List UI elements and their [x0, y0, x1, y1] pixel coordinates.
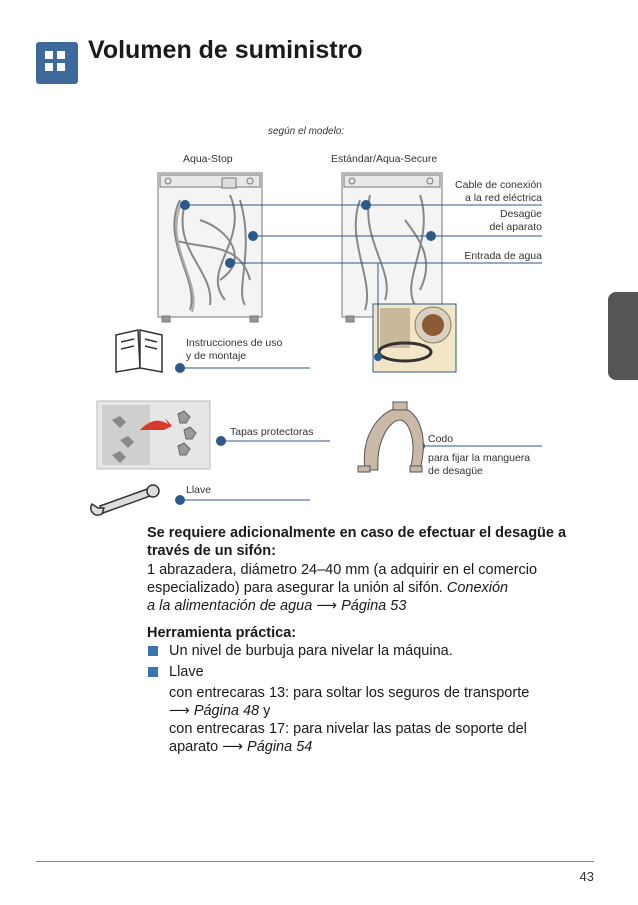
wrench-details: con entrecaras 13: para soltar los segur… — [169, 684, 599, 756]
washing-machine-standard — [341, 172, 443, 323]
label-drain-line1: Desagüe — [499, 208, 542, 220]
page-title: Volumen de suministro — [88, 36, 363, 64]
label-elbow-desc-line2: de desagüe — [428, 465, 483, 477]
section1-line2-text: especializado) para asegurar la unión al… — [147, 580, 447, 596]
bullet-marker — [148, 667, 158, 677]
section1-body: 1 abrazadera, diámetro 24–40 mm (a adqui… — [147, 561, 597, 615]
link-page48[interactable]: ⟶ Página 48 — [169, 703, 260, 719]
label-drain-line2: del aparato — [489, 221, 542, 233]
wrench-detail-13-ref: ⟶ Página 48 y — [169, 702, 599, 720]
footer-divider — [36, 861, 594, 862]
label-elbow-desc: para fijar la manguera de desagüe — [428, 452, 530, 478]
label-elbow: Codo — [428, 433, 454, 445]
label-power-cable-line1: Cable de conexión — [455, 179, 542, 191]
elbow-bracket-icon — [357, 401, 424, 473]
drain-inset — [372, 303, 457, 373]
bullet-marker — [148, 646, 158, 656]
page-number: 43 — [579, 869, 594, 884]
section-icon — [36, 42, 78, 84]
label-manual-line1: Instrucciones de uso — [186, 337, 283, 349]
wrench-detail-17-ref: aparato ⟶ Página 54 — [169, 738, 599, 756]
label-manual: Instrucciones de uso y de montaje — [186, 337, 282, 363]
wrench-detail-17-text: aparato — [169, 739, 223, 755]
section1-link-page53[interactable]: a la alimentación de agua ⟶ Página 53 — [147, 598, 407, 614]
model-note: según el modelo: — [268, 126, 345, 137]
section1-heading: Se requiere adicionalmente en caso de ef… — [147, 524, 597, 560]
label-manual-line2: y de montaje — [186, 350, 247, 362]
wrench-icon — [90, 484, 160, 516]
label-water-inlet: Entrada de agua — [464, 250, 542, 262]
side-tab — [608, 292, 638, 380]
label-power-cable: Cable de conexión a la red eléctrica — [400, 179, 542, 205]
link-page54[interactable]: ⟶ Página 54 — [222, 739, 313, 755]
label-wrench: Llave — [186, 484, 212, 496]
manual-book-icon — [115, 329, 163, 373]
bullet-level: Un nivel de burbuja para nivelar la máqu… — [169, 643, 453, 659]
bullet-wrench: Llave — [169, 664, 204, 680]
wrench-detail-13: con entrecaras 13: para soltar los segur… — [169, 685, 530, 701]
label-standard: Estándar/Aqua-Secure — [331, 153, 438, 165]
label-aquastop: Aqua-Stop — [183, 153, 233, 165]
washing-machine-aquastop — [157, 172, 263, 323]
section2-heading: Herramienta práctica: — [147, 625, 297, 641]
section1-link-start[interactable]: Conexión — [446, 580, 509, 596]
wrench-detail-and: y — [259, 703, 271, 719]
protective-caps-image — [96, 400, 211, 470]
label-drain: Desagüe del aparato — [400, 208, 542, 234]
section1-heading-line2: través de un sifón: — [147, 543, 276, 559]
delivery-diagram — [90, 172, 542, 516]
label-power-cable-line2: a la red eléctrica — [464, 192, 542, 204]
section1-line1: 1 abrazadera, diámetro 24–40 mm (a adqui… — [147, 562, 538, 578]
section1-heading-line1: Se requiere adicionalmente en caso de ef… — [147, 525, 567, 541]
wrench-detail-17: con entrecaras 17: para nivelar las pata… — [169, 721, 527, 737]
section1-line2: especializado) para asegurar la unión al… — [147, 579, 597, 597]
label-caps: Tapas protectoras — [230, 426, 314, 438]
label-elbow-desc-line1: para fijar la manguera — [428, 452, 531, 464]
